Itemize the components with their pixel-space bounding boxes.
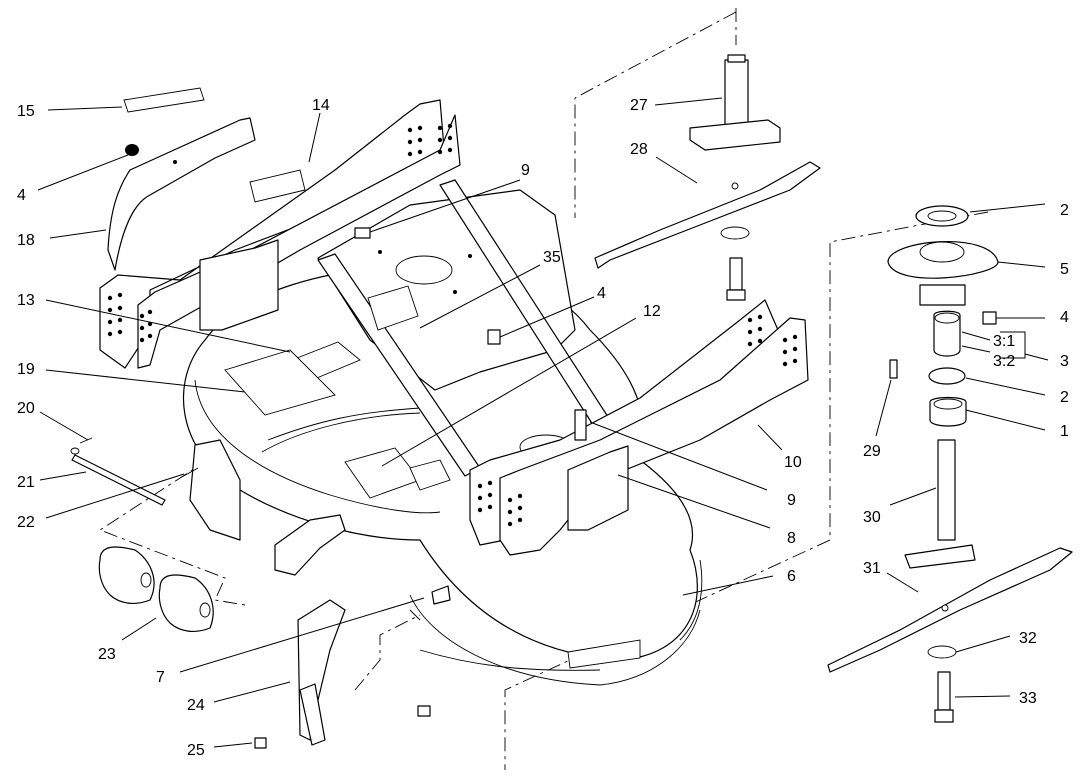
callout-4-right: 4 [1060,309,1069,326]
decal-14 [249,169,306,203]
callout-3-1: 3:1 [993,333,1015,350]
callout-14: 14 [312,97,330,114]
callout-10: 10 [784,454,802,471]
callout-3-2: 3:2 [993,353,1015,370]
callout-22: 22 [17,514,35,531]
callout-32: 32 [1019,630,1037,647]
callout-9-top: 9 [521,162,530,179]
callout-31: 31 [863,560,881,577]
callout-7: 7 [156,669,165,686]
decals [123,87,451,499]
callout-27: 27 [630,97,648,114]
callout-24: 24 [187,697,205,714]
spindle-assembly-top [594,54,821,301]
callout-4-center: 4 [597,285,606,302]
decal-15 [123,87,205,113]
hanger-bracket-right [469,299,809,556]
callout-21: 21 [17,474,35,491]
callout-1: 1 [1060,423,1069,440]
baffle-plates [189,439,346,746]
callout-28: 28 [630,141,648,158]
rollers [98,546,214,633]
hanger-bracket-left [99,99,461,369]
callout-9-bottom: 9 [787,492,796,509]
callout-20: 20 [17,400,35,417]
callout-3: 3 [1060,353,1069,370]
callout-29: 29 [863,443,881,460]
leader-lines [37,97,1049,748]
decal-35 [367,285,419,331]
callout-30: 30 [863,509,881,526]
callout-25: 25 [187,742,205,759]
callout-6: 6 [787,568,796,585]
callout-18: 18 [17,232,35,249]
spindle-assembly-right [827,205,1073,723]
callout-15: 15 [17,103,35,120]
callout-13: 13 [17,292,35,309]
decal-19 [224,349,336,416]
callout-33: 33 [1019,690,1037,707]
callout-2-top: 2 [1060,202,1069,219]
callout-4-top-left: 4 [17,187,26,204]
callout-8: 8 [787,530,796,547]
callout-2-bottom: 2 [1060,389,1069,406]
callout-12: 12 [643,303,661,320]
callout-35: 35 [543,249,561,266]
callout-23: 23 [98,646,116,663]
belt-shield [107,117,256,271]
callout-19: 19 [17,361,35,378]
axle-assembly [70,437,199,506]
callout-labels: 15 14 4 18 13 19 20 21 22 23 7 24 25 9 3… [17,97,1069,759]
center-hardware [254,227,587,749]
callout-5: 5 [1060,261,1069,278]
decal-12b [409,459,451,491]
